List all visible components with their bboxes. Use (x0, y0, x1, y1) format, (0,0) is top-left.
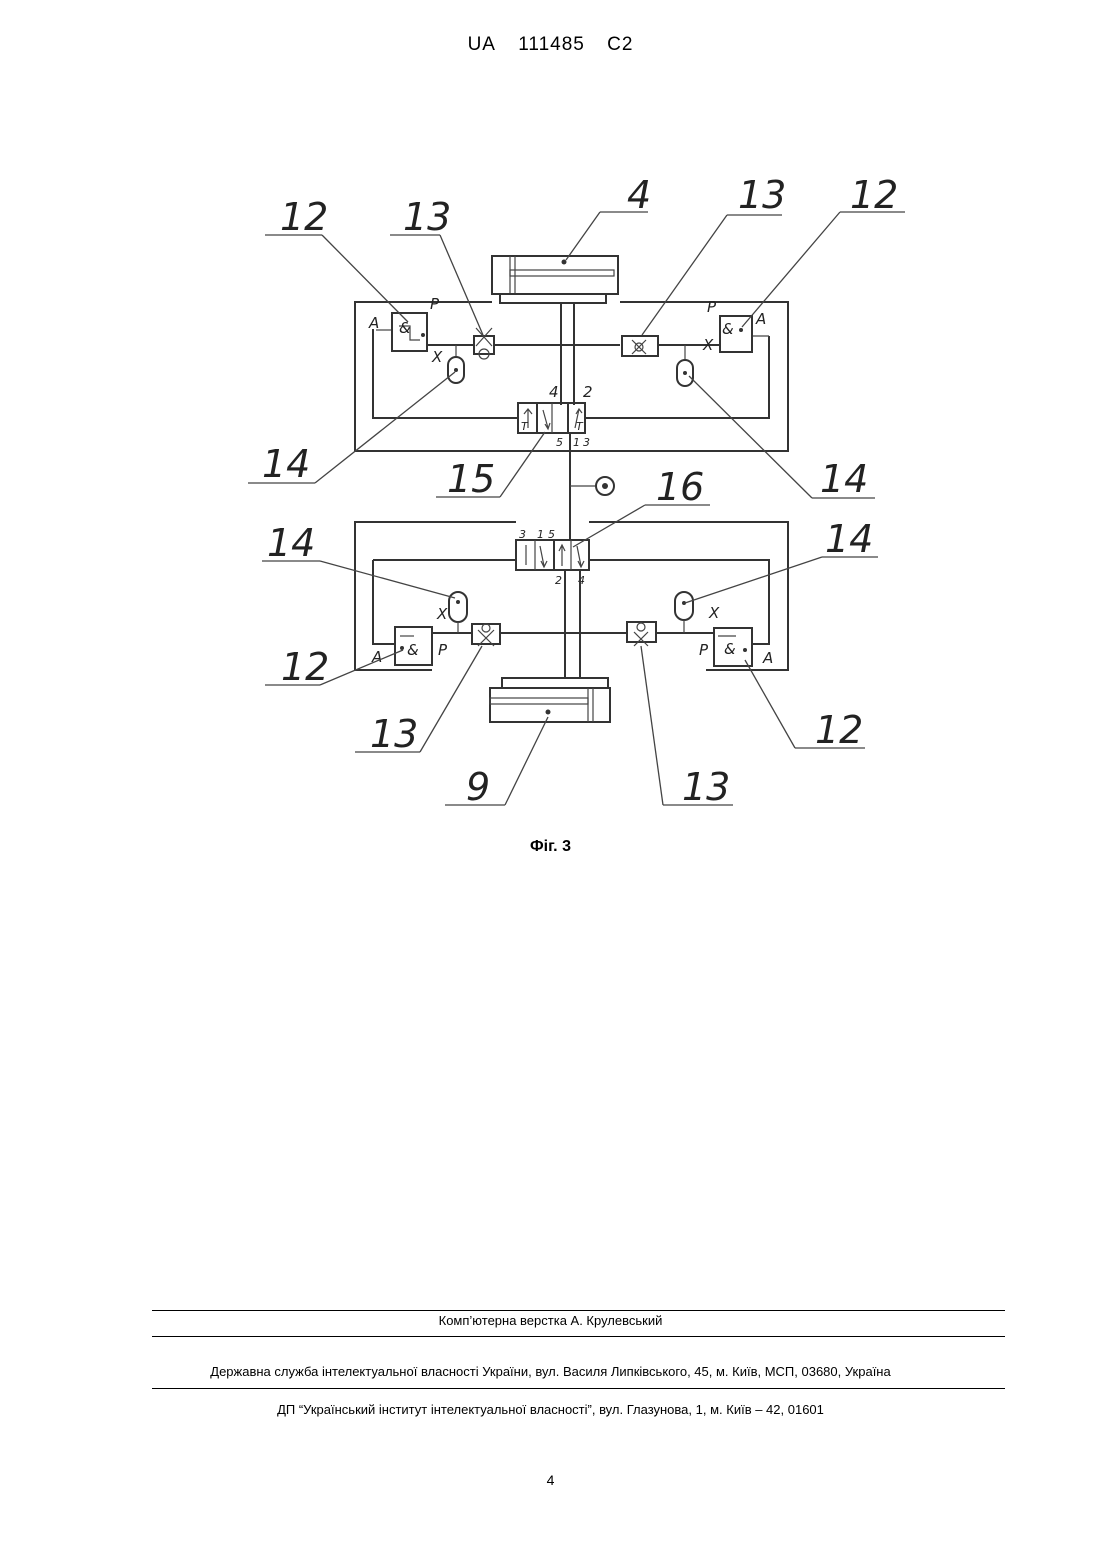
valve-15: T T (518, 403, 585, 433)
check-valve-13-bottom-left (472, 624, 500, 646)
pressure-source-icon (596, 477, 614, 495)
ref-14-bottom-left: 14 (267, 521, 315, 565)
ref-15: 15 (447, 457, 495, 501)
valve-16-port-1: 1 (537, 528, 544, 541)
port-x-br: X (708, 604, 720, 622)
port-x-bl: X (436, 605, 448, 623)
reservoir-14-bottom-right (675, 592, 693, 633)
ref-13-bottom-left: 13 (370, 712, 418, 756)
footer-agency: Державна служба інтелектуальної власност… (0, 1364, 1101, 1379)
and-symbol-tr: & (722, 320, 734, 338)
ref-12-top-right: 12 (850, 173, 898, 217)
port-p-br: P (699, 641, 709, 659)
valve-16-port-3: 3 (519, 528, 526, 541)
ref-14-top-left: 14 (262, 442, 310, 486)
valve-15-port-4: 4 (549, 383, 559, 401)
port-p-bl: P (438, 641, 448, 659)
port-a-tl: A (368, 314, 379, 332)
ref-13-top-left: 13 (403, 195, 451, 239)
valve-15-port-3: 3 (583, 436, 590, 449)
valve-15-port-5: 5 (556, 436, 563, 449)
header-number: 111485 (518, 34, 585, 55)
ref-13-bottom-right: 13 (682, 765, 730, 809)
and-symbol-tl: & (399, 319, 411, 337)
ref-12-bottom-left: 12 (281, 645, 329, 689)
check-valve-13-top-right (622, 336, 658, 356)
ref-9: 9 (466, 765, 490, 809)
valve-15-port-2: 2 (583, 383, 593, 401)
footer-layout-credit: Комп’ютерна верстка А. Крулевський (0, 1313, 1101, 1328)
footer-rule-3 (152, 1388, 1005, 1389)
cylinder-9 (490, 678, 610, 722)
port-p-tr: P (707, 298, 717, 316)
ref-12-bottom-right: 12 (815, 708, 863, 752)
page-number: 4 (0, 1472, 1101, 1488)
ref-14-bottom-right: 14 (825, 517, 873, 561)
patent-header: UA 111485 C2 (0, 34, 1101, 56)
ref-14-top-right: 14 (820, 457, 868, 501)
port-a-br: A (762, 649, 773, 667)
port-x-tl: X (431, 348, 443, 366)
valve-15-port-1: 1 (573, 436, 580, 449)
ref-16: 16 (656, 465, 704, 509)
footer-enterprise: ДП “Український інститут інтелектуальної… (0, 1402, 1101, 1417)
check-valve-13-top-left (474, 328, 494, 359)
port-a-tr: A (755, 310, 766, 328)
and-symbol-bl: & (407, 641, 419, 659)
and-symbol-br: & (724, 640, 736, 658)
valve-16-port-2: 2 (555, 574, 562, 587)
reservoir-14-top-right (677, 345, 693, 386)
leader-lines (248, 212, 905, 805)
figure-caption: Фіг. 3 (0, 838, 1101, 856)
footer-rule-2 (152, 1336, 1005, 1337)
valve-16-port-5: 5 (548, 528, 555, 541)
port-p-tl: P (430, 295, 440, 313)
ref-13-top-right: 13 (738, 173, 786, 217)
logic-element-12-bottom-left: & (395, 627, 432, 665)
footer-rule-1 (152, 1310, 1005, 1311)
cylinder-4 (492, 256, 618, 303)
valve-15-port-t-right: T (576, 420, 584, 433)
port-x-tr: X (702, 336, 714, 354)
logic-element-12-bottom-right: & (714, 628, 752, 666)
header-kind: C2 (607, 34, 633, 55)
logic-element-12-top-left: & (392, 313, 427, 351)
check-valve-13-bottom-right (627, 622, 656, 646)
ref-4: 4 (627, 173, 651, 217)
header-country: UA (468, 34, 496, 55)
reservoir-14-top-left (448, 345, 464, 383)
reservoir-14-bottom-left (449, 592, 467, 633)
pneumatic-circuit-diagram: T T 4 2 5 1 3 & A P X (230, 125, 930, 870)
ref-12-top-left: 12 (280, 195, 328, 239)
